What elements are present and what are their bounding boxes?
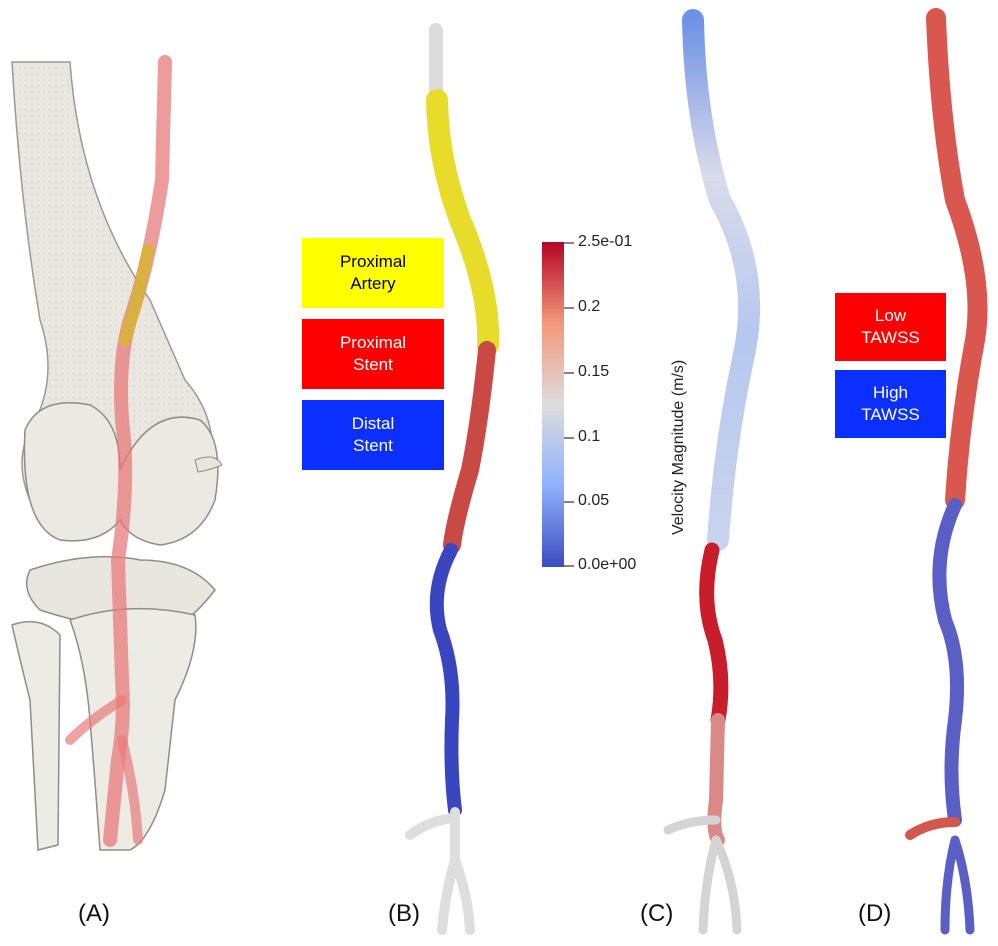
- vessel-distal-stent-segment: [437, 550, 455, 810]
- legend-high-tawss: High TAWSS: [835, 370, 946, 438]
- panel-a-anatomy: [12, 62, 222, 850]
- tawss-vessel-lower: [939, 505, 957, 820]
- legend-low-tawss: Low TAWSS: [835, 293, 946, 361]
- tawss-vessel-outlets: [945, 840, 970, 930]
- vessel-proximal-stent-segment: [452, 350, 487, 545]
- velocity-vessel-outlets: [668, 820, 737, 930]
- fibula-bone: [12, 622, 60, 850]
- colorbar-tick-label: 0.1: [578, 428, 600, 446]
- colorbar-gradient: [542, 242, 564, 567]
- legend-distal-stent-line2: Stent: [352, 435, 395, 457]
- vessel-proximal-artery-segment: [437, 100, 488, 345]
- legend-low-tawss-line1: Low: [861, 305, 920, 327]
- panel-label-a: (A): [78, 900, 110, 928]
- panel-label-b: (B): [388, 900, 420, 928]
- colorbar-tick-label: 0.2: [578, 298, 600, 316]
- legend-high-tawss-line1: High: [861, 382, 920, 404]
- colorbar-tick-label: 0.15: [578, 363, 609, 381]
- colorbar-tick-label: 0.05: [578, 492, 609, 510]
- legend-distal-stent-line1: Distal: [352, 413, 395, 435]
- legend-proximal-stent: Proximal Stent: [302, 319, 444, 389]
- colorbar-tick-label: 2.5e-01: [578, 233, 632, 251]
- tawss-vessel-branch-left: [910, 822, 955, 835]
- legend-high-tawss-line2: TAWSS: [861, 404, 920, 426]
- colorbar-tick-label: 0.0e+00: [578, 556, 636, 574]
- panel-d-tawss-vessel: [910, 18, 978, 930]
- legend-distal-stent: Distal Stent: [302, 400, 444, 470]
- legend-low-tawss-line2: TAWSS: [861, 327, 920, 349]
- panel-label-c: (C): [640, 900, 673, 928]
- colorbar-title: Velocity Magnitude (m/s): [670, 360, 688, 535]
- legend-proximal-artery-line1: Proximal: [340, 251, 406, 273]
- legend-proximal-artery-line2: Artery: [340, 273, 406, 295]
- colorbar: [542, 242, 574, 567]
- panel-b-segmented-vessel: [410, 30, 488, 930]
- velocity-vessel-high-speed: [707, 550, 721, 720]
- panel-label-d: (D): [858, 900, 891, 928]
- velocity-vessel-upper: [693, 20, 749, 540]
- legend-proximal-stent-line2: Stent: [340, 354, 406, 376]
- legend-proximal-stent-line1: Proximal: [340, 332, 406, 354]
- legend-proximal-artery: Proximal Artery: [302, 238, 444, 308]
